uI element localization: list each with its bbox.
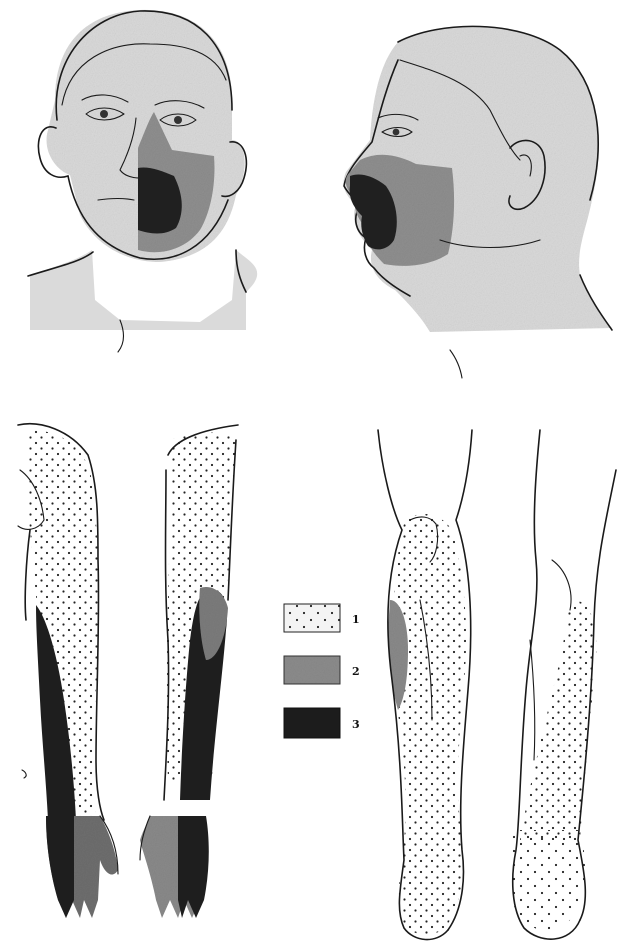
legs-drawing [378,430,616,940]
front-face-neck [30,250,257,330]
legend-label-3: 3 [352,718,360,731]
left-hand-black-zone [46,816,74,918]
profile-face-drawing [344,26,612,378]
left-leg-dotted-zone [393,514,466,935]
legend-label-1: 1 [352,613,360,626]
arms-drawing [18,424,238,918]
front-face-drawing [28,10,257,352]
legend-swatch-3 [284,708,340,738]
right-foot-dotted-zone [509,830,585,930]
legend-label-2: 2 [352,665,360,678]
right-hand-black-zone [178,816,209,918]
legend-swatch-2 [284,656,340,684]
legend: 1 2 3 [284,604,360,738]
